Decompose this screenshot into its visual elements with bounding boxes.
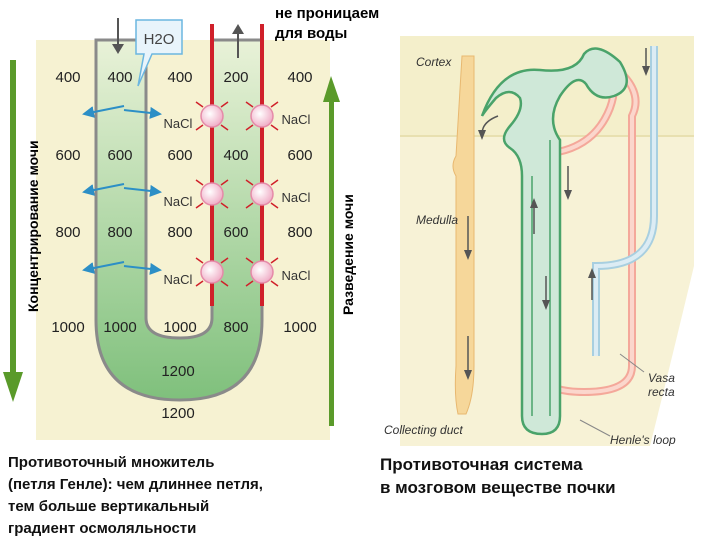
concentration-label: Концентрирование мочи <box>25 140 41 312</box>
osmolality-value: 800 <box>287 224 312 241</box>
osmolality-value: 1000 <box>51 319 84 336</box>
water-arrow <box>82 183 125 196</box>
osmolality-value: 600 <box>107 147 132 164</box>
pump-ray <box>220 179 229 186</box>
osmolality-values: 400 400 400 200 400 600 600 600 400 600 800 800 800 6… <box>51 69 316 422</box>
pump-ray <box>220 202 229 209</box>
pump-ray <box>195 202 204 209</box>
osmolality-value: 800 <box>167 224 192 241</box>
pump-ray <box>220 257 229 264</box>
nacl-pump-icon <box>250 182 274 206</box>
osmolality-value: 1000 <box>283 319 316 336</box>
right-caption: Противоточная система в мозговом веществ… <box>380 455 616 497</box>
loop-of-henle-figure: H2O 400 400 400 200 400 600 600 600 400 600 800 800… <box>3 18 340 440</box>
henle-loop-label: Henle's loop <box>610 433 676 446</box>
henle-loop-tubule <box>480 47 628 436</box>
flow-in-arrow <box>112 18 124 54</box>
nacl-label: NaCl <box>164 272 193 287</box>
nacl-pump-icon <box>200 104 224 128</box>
pump-ray <box>270 179 279 186</box>
pump-ray <box>195 280 204 287</box>
osmolality-value: 800 <box>107 224 132 241</box>
water-arrow <box>82 105 125 118</box>
pump-ray <box>270 202 279 209</box>
concentration-arrow <box>3 60 23 402</box>
osmolality-value: 400 <box>167 69 192 86</box>
osmolality-value: 600 <box>55 147 80 164</box>
loop-of-henle <box>94 38 264 402</box>
osmolality-value: 400 <box>223 147 248 164</box>
pump-ray <box>195 257 204 264</box>
flow-out-arrow <box>232 24 244 58</box>
nacl-pump-icon <box>200 260 224 284</box>
nacl-label: NaCl <box>282 112 311 127</box>
impermeable-label: не проницаем для воды <box>275 5 380 42</box>
pump-ray <box>245 280 254 287</box>
osmolality-value: 600 <box>167 147 192 164</box>
pump-ray <box>245 257 254 264</box>
osmolality-value: 800 <box>55 224 80 241</box>
osmolality-value: 200 <box>223 69 248 86</box>
medulla-label: Medulla <box>416 213 458 227</box>
nacl-pump-icon <box>250 260 274 284</box>
pump-ray <box>270 101 279 108</box>
collecting-duct <box>452 55 475 415</box>
water-arrow <box>123 262 162 275</box>
pump-ray <box>220 124 229 131</box>
nacl-pump-icon <box>250 104 274 128</box>
osmolality-value: 400 <box>107 69 132 86</box>
osmolality-value: 600 <box>223 224 248 241</box>
countercurrent-multiplier-diagram: H2O 400 400 400 200 400 600 600 600 400 600 800 800… <box>0 0 340 440</box>
h2o-label: H2O <box>144 31 175 48</box>
osmolality-value: 400 <box>287 69 312 86</box>
nacl-label: NaCl <box>164 194 193 209</box>
osmolality-value: 1000 <box>103 319 136 336</box>
pump-ray <box>220 101 229 108</box>
pump-ray <box>270 280 279 287</box>
pump-ray <box>245 101 254 108</box>
pump-ray <box>220 280 229 287</box>
water-arrow <box>123 106 162 119</box>
pump-ray <box>245 202 254 209</box>
pump-ray <box>195 124 204 131</box>
pump-ray <box>245 179 254 186</box>
h2o-callout: H2O <box>135 19 183 87</box>
nacl-label: NaCl <box>164 116 193 131</box>
osmolality-value: 400 <box>55 69 80 86</box>
collecting-duct-label: Collecting duct <box>384 423 463 437</box>
pump-ray <box>195 101 204 108</box>
water-arrow <box>123 184 162 197</box>
osmolality-value: 800 <box>223 319 248 336</box>
dilution-arrow <box>323 76 340 426</box>
nacl-label: NaCl <box>282 268 311 283</box>
pump-ray <box>270 257 279 264</box>
osmolality-value: 1200 <box>161 405 194 422</box>
water-arrow <box>82 261 125 274</box>
dilution-label: Разведение мочи <box>340 194 356 315</box>
pump-ray <box>195 179 204 186</box>
nacl-label: NaCl <box>282 190 311 205</box>
osmolality-value: 1000 <box>163 319 196 336</box>
pump-ray <box>270 124 279 131</box>
osmolality-value: 1200 <box>161 363 194 380</box>
osmolality-value: 600 <box>287 147 312 164</box>
left-caption: Противоточный множитель (петля Генле): ч… <box>8 454 263 537</box>
nacl-pump-icon <box>200 182 224 206</box>
cortex-label: Cortex <box>416 55 452 69</box>
pump-ray <box>245 124 254 131</box>
